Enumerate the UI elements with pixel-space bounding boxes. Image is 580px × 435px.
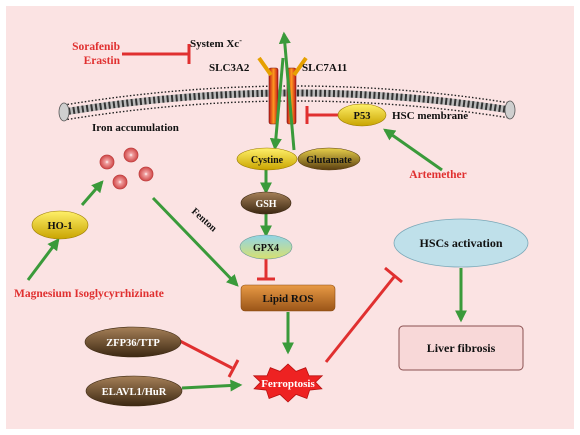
p53-label: P53 <box>354 111 371 122</box>
system-xc-label: System Xc- <box>190 36 242 50</box>
glutamate-export-arrow <box>278 31 296 151</box>
hscs-activation-label: HSCs activation <box>419 236 502 250</box>
liver-fibrosis-node <box>398 325 524 371</box>
sorafenib-label: Sorafenib <box>72 41 120 53</box>
artemether-label: Artemether <box>409 169 466 181</box>
lipid-ros-label: Lipid ROS <box>262 293 313 305</box>
ferroptosis-label: Ferroptosis <box>261 378 315 390</box>
mgig-ho1-arrow <box>26 238 60 281</box>
elavl1-ferroptosis-arrow <box>181 379 243 392</box>
iron-particles-icon <box>99 147 154 190</box>
zfp36-node <box>84 326 182 358</box>
glutamate-node <box>297 147 361 171</box>
erastin-label: Erastin <box>84 55 121 67</box>
cystine-import-arrow <box>269 57 285 151</box>
ferroptosis-hsc-inhibition-bar <box>384 266 403 284</box>
lipid-ros-node <box>240 284 336 312</box>
zfp36-label: ZFP36/TTP <box>106 338 160 349</box>
iron-accumulation-label: Iron accumulation <box>92 122 179 134</box>
ferroptosis-burst-icon <box>252 363 324 403</box>
elavl1-label: ELAVL1/HuR <box>102 387 167 398</box>
zfp36-inhibition-line <box>177 338 233 370</box>
ho1-node <box>31 210 89 240</box>
liver-fibrosis-label: Liver fibrosis <box>427 341 496 355</box>
zfp36-inhibition-bar <box>227 359 240 378</box>
gpx4-label: GPX4 <box>253 243 279 254</box>
ho1-iron-arrow <box>80 180 104 206</box>
gpx4-node <box>239 234 293 260</box>
gsh-node <box>240 191 292 215</box>
elavl1-node <box>85 375 183 407</box>
ferroptosis-hsc-inhibition-line <box>324 276 396 363</box>
hsc-membrane-label: HSC membrane <box>392 110 468 122</box>
fenton-arrow <box>151 196 239 287</box>
slc3a2-label: SLC3A2 <box>209 62 250 74</box>
p53-node <box>337 103 387 127</box>
cystine-label: Cystine <box>251 155 284 166</box>
glutamate-label: Glutamate <box>306 155 352 166</box>
cystine-node <box>236 147 298 171</box>
slc7a11-label: SLC7A11 <box>302 62 347 74</box>
ho1-label: HO-1 <box>47 221 72 232</box>
gsh-label: GSH <box>255 199 276 210</box>
hscs-activation-node <box>393 218 529 268</box>
magnesium-isoglycyrrhizinate-label: Magnesium Isoglycyrrhizinate <box>14 288 164 300</box>
artemether-arrow <box>383 128 443 172</box>
